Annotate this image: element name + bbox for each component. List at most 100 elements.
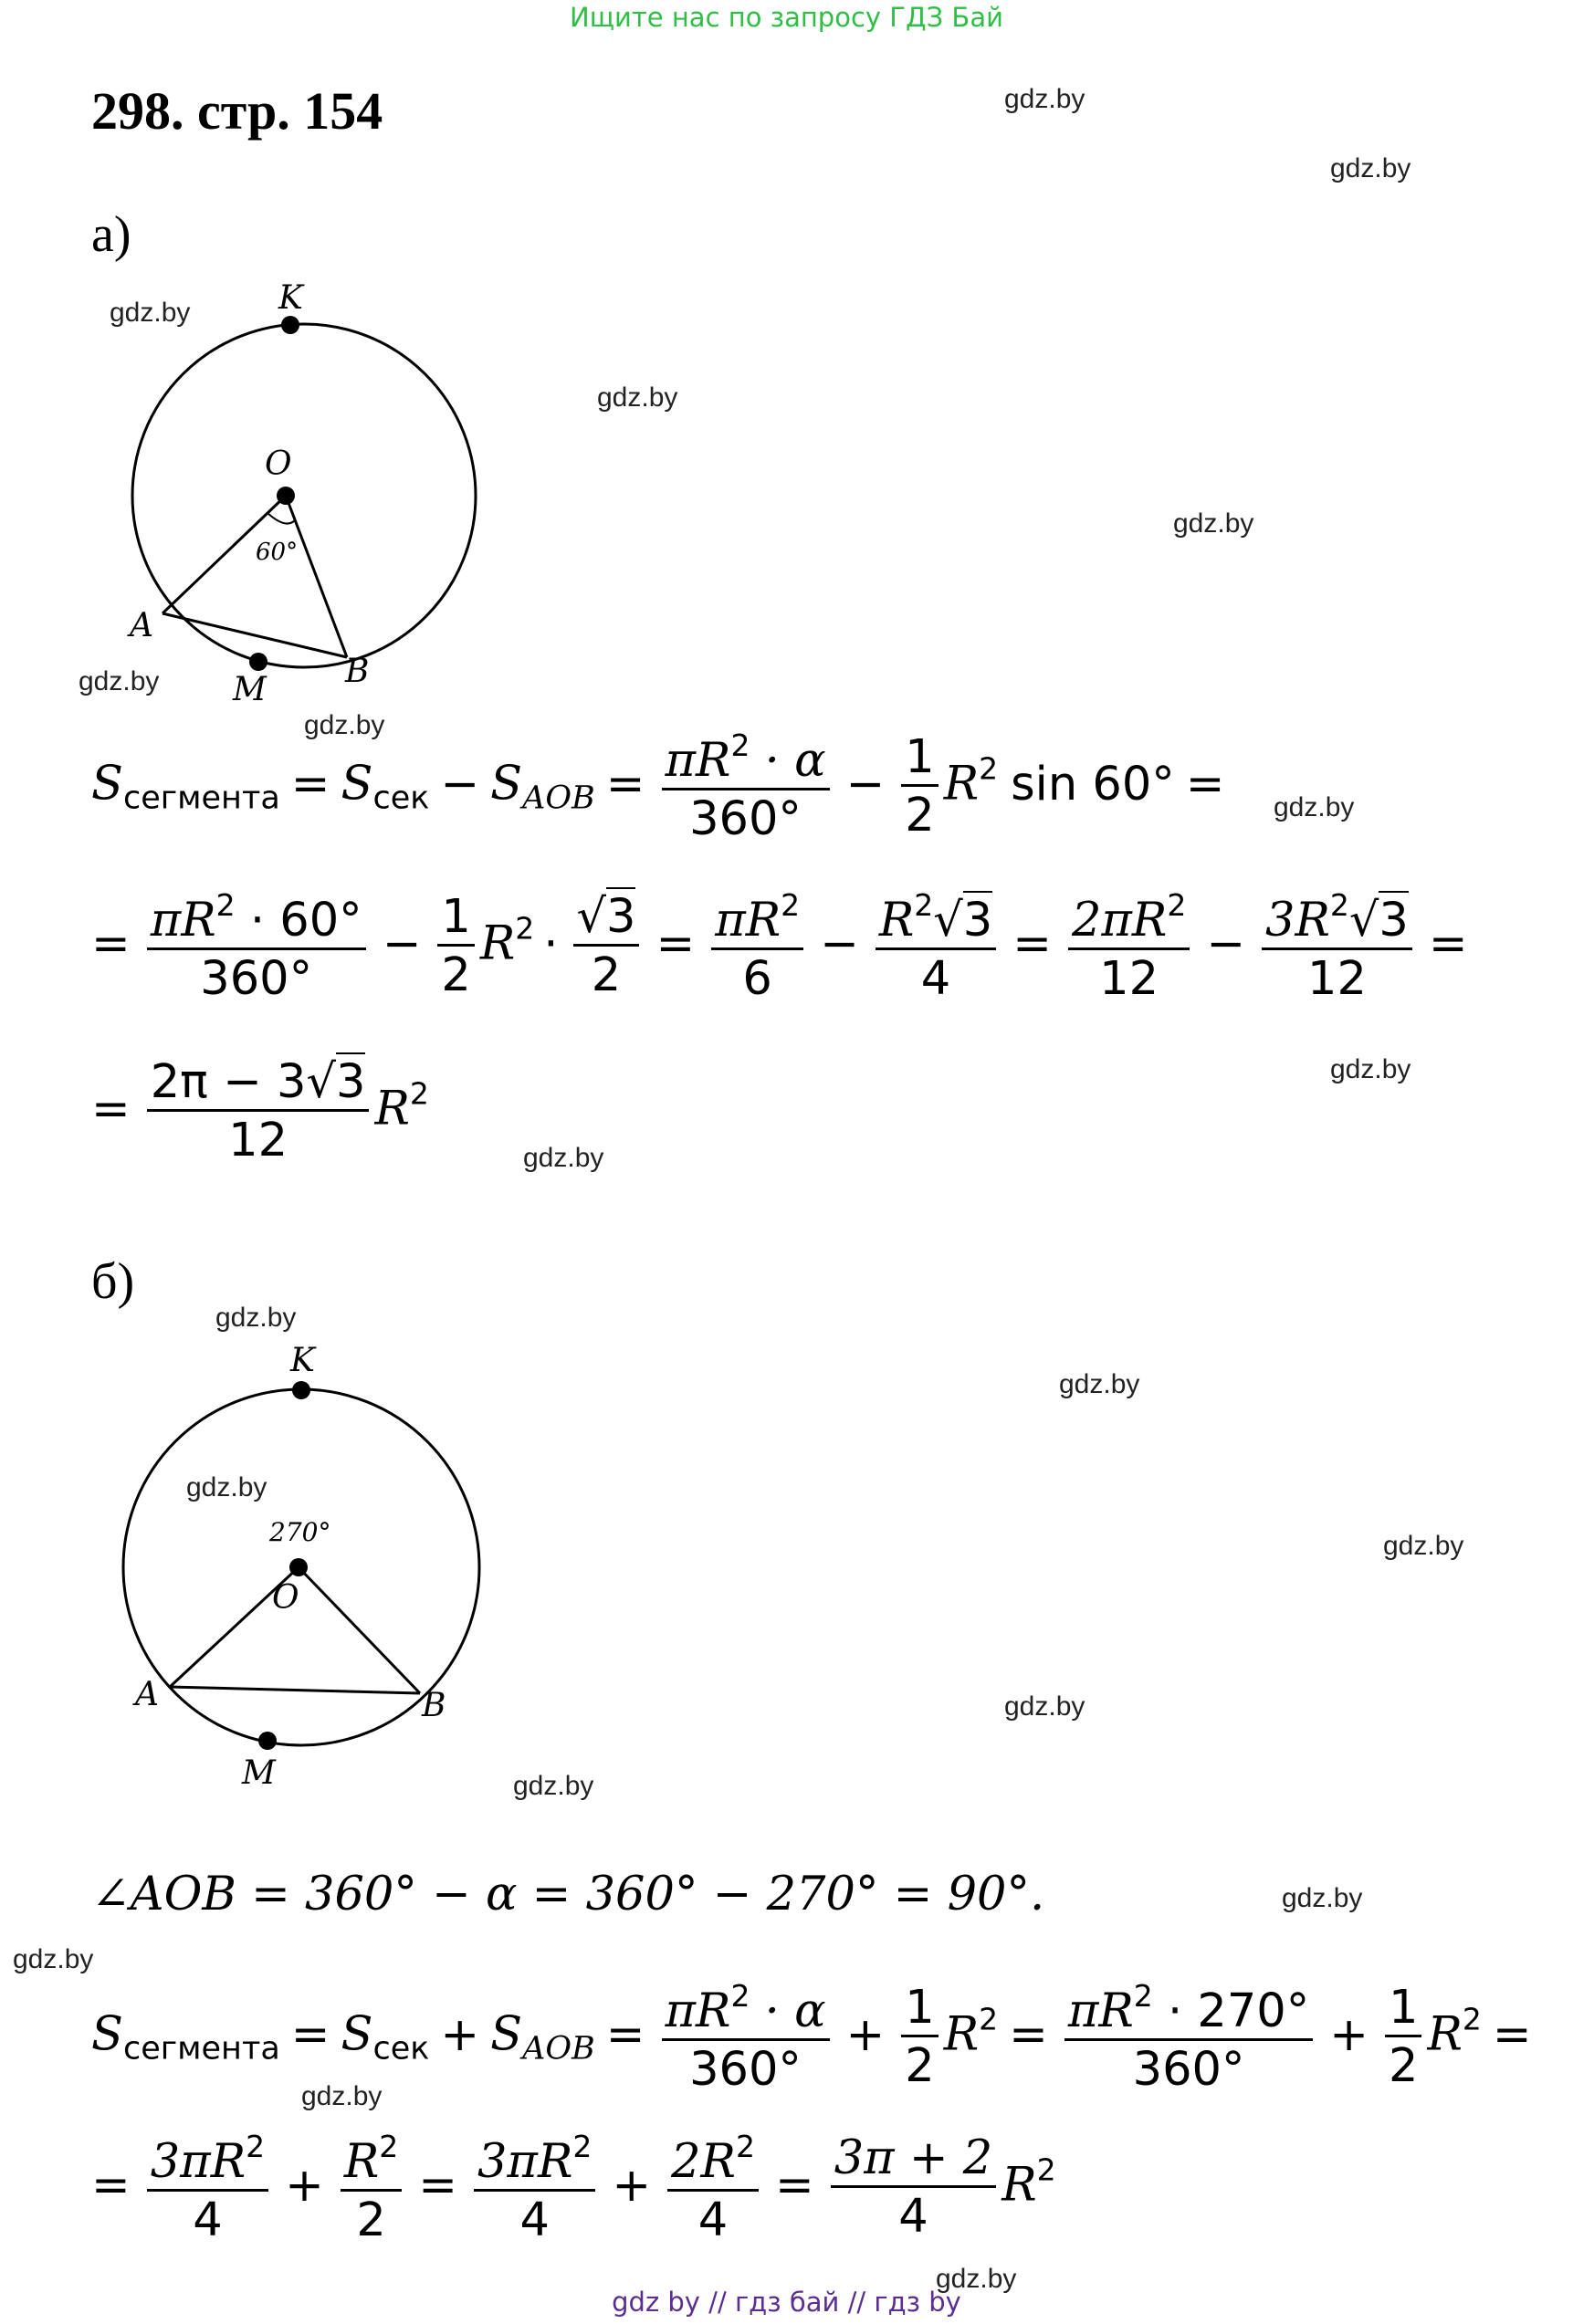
op-eq: = [418,2158,457,2213]
symbol-r: R [1427,2007,1463,2062]
watermark: gdz.by [597,382,678,413]
op-minus: − [440,757,480,811]
radius-ob [284,495,349,658]
den: 12 [228,1114,288,1167]
exponent: 2 [979,750,999,787]
sub-sek: сек [372,2030,430,2068]
num: πR [715,894,781,947]
exponent: 2 [572,2129,592,2164]
exponent: 2 [515,910,535,947]
op-eq: = [1012,916,1052,971]
radicand: 3 [336,1052,366,1109]
op-plus: + [612,2158,652,2213]
watermark: gdz.by [79,666,160,696]
num: 1 [901,1984,939,2037]
watermark: gdz.by [523,1143,604,1173]
symbol-r: R [943,2007,980,2062]
label-a: A [132,1676,159,1713]
exponent: 2 [1462,2001,1482,2037]
op-plus: + [845,2007,886,2062]
watermark: gdz.by [1282,1883,1363,1913]
label-b: B [421,1687,446,1724]
den: 12 [1307,952,1367,1006]
symbol-r: R [479,916,516,971]
op-eq: = [290,757,330,811]
exponent: 2 [215,887,236,923]
label-o: O [272,1579,299,1617]
symbol-s: S [91,757,123,811]
num: 2R [671,2135,736,2189]
label-angle: 270° [268,1517,330,1547]
chord-ab [169,1685,421,1695]
page-title: 298. стр. 154 [91,81,383,141]
den: 2 [1388,2039,1419,2093]
den: 2 [905,789,935,843]
op-minus: − [820,916,859,971]
den: 4 [193,2193,223,2247]
num: 1 [901,734,939,787]
op-eq: = [1185,757,1225,811]
den: 4 [697,2193,729,2247]
num: 1 [437,894,475,947]
fraction: πR2 · 270°360° [1064,1978,1314,2097]
op-eq: = [1009,2007,1048,2062]
den: 2 [905,2039,935,2093]
den: 2 [441,948,471,1002]
num: πR [150,894,216,947]
exponent: 2 [379,2129,399,2164]
figure-a: K O 60° A B M [127,279,477,708]
symbol-s: S [490,2007,523,2062]
watermark: gdz.by [1173,508,1254,539]
watermark: gdz.by [110,298,191,328]
watermark: gdz.by [1274,792,1355,822]
op-eq: = [290,2007,330,2062]
num: 3πR [477,2135,573,2189]
watermark: gdz.by [304,710,385,740]
den: 2 [591,948,622,1002]
circle [131,322,477,669]
den: 4 [920,952,951,1006]
sqrt-sign: √ [576,890,607,944]
exponent: 2 [1329,887,1349,923]
num: 1 [1384,1984,1422,2037]
watermark: gdz.by [513,1771,594,1801]
sin-term: sin 60° [1011,757,1175,811]
symbol-r: R [878,894,915,947]
den: 360° [1132,2043,1245,2097]
angle-arc [267,512,296,525]
chord-ab [162,612,348,659]
op-eq: = [91,916,131,971]
op-eq: = [1428,916,1468,971]
exponent: 2 [730,728,750,763]
num-tail: · 60° [235,894,362,947]
sqrt-sign: √ [1348,894,1379,947]
den: 360° [689,792,802,846]
label-a: A [127,607,153,644]
num: 2π − 3 [150,1055,307,1109]
symbol-r: R [374,1082,410,1136]
exponent: 2 [1133,1978,1153,2014]
den: 6 [742,952,772,1006]
radius-oa [168,1565,300,1689]
op-minus: − [382,916,422,971]
label-k: K [289,1342,317,1379]
exponent: 2 [730,1978,750,2014]
op-eq: = [91,1082,131,1136]
symbol-r: R [943,757,980,811]
label-b: B [344,653,369,690]
op-eq: = [655,916,696,971]
label-m: M [232,671,267,708]
num: πR [1067,1984,1134,2038]
